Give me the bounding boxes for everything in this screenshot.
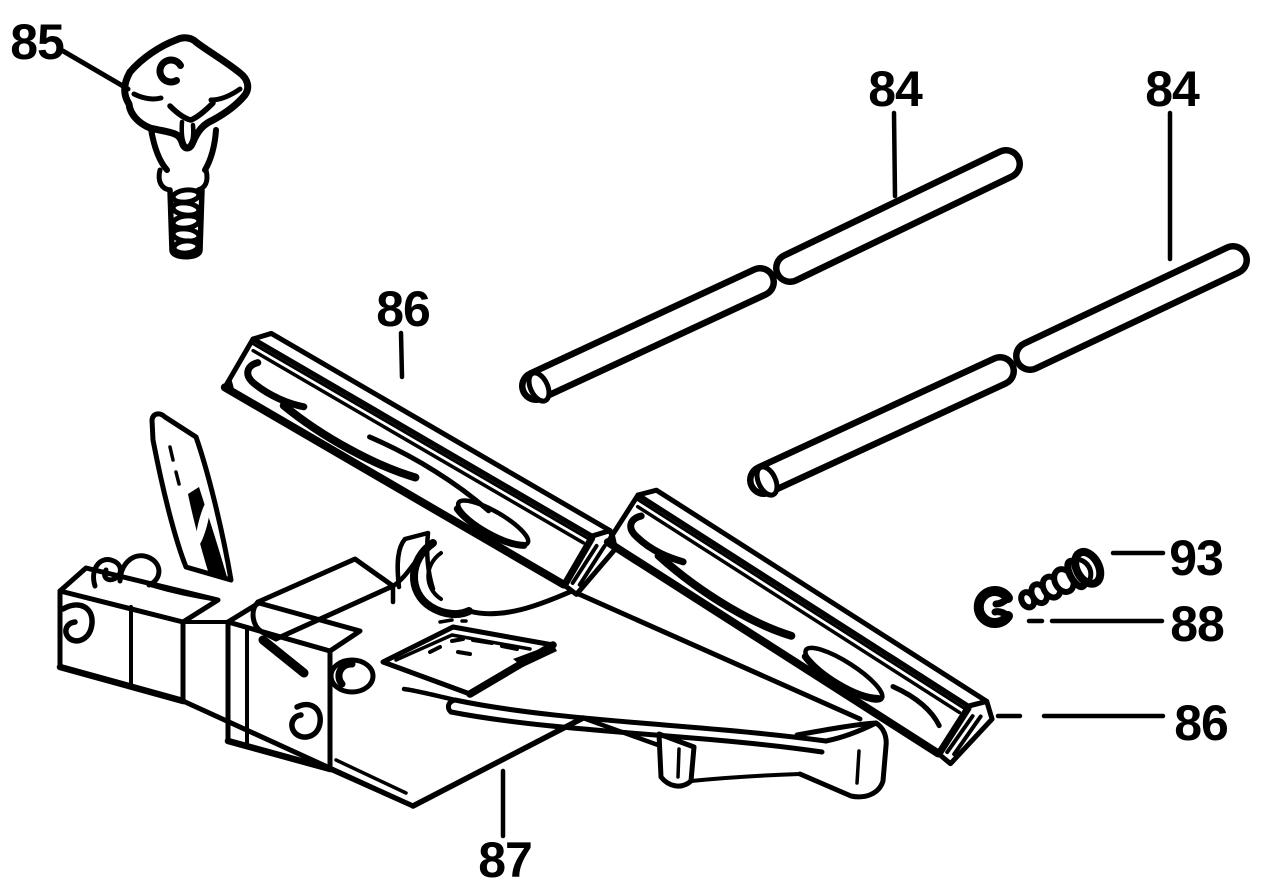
leader-86-left [398, 330, 405, 380]
callouts: 85 84 84 86 93 88 86 87 [10, 14, 1229, 888]
callout-93: 93 [1169, 530, 1223, 586]
callout-86-right: 86 [1174, 695, 1228, 751]
part-fence-base [56, 411, 889, 809]
part-guide-rod-left [519, 147, 1023, 404]
callout-84-left: 84 [868, 61, 923, 117]
part-screw [1018, 547, 1105, 611]
callout-88: 88 [1170, 596, 1224, 652]
part-retaining-clip [973, 586, 1013, 628]
part-fence-bar-right [603, 487, 995, 767]
callout-84-right: 84 [1145, 61, 1200, 117]
leader-85 [60, 48, 131, 92]
part-guide-rod-right [747, 243, 1250, 498]
part-clamp-knob [121, 34, 252, 260]
callout-85: 85 [10, 14, 64, 70]
part-fence-bar-left [220, 330, 619, 597]
callout-86-left: 86 [376, 281, 430, 337]
leader-84-left [891, 110, 898, 199]
callout-87: 87 [478, 832, 532, 888]
